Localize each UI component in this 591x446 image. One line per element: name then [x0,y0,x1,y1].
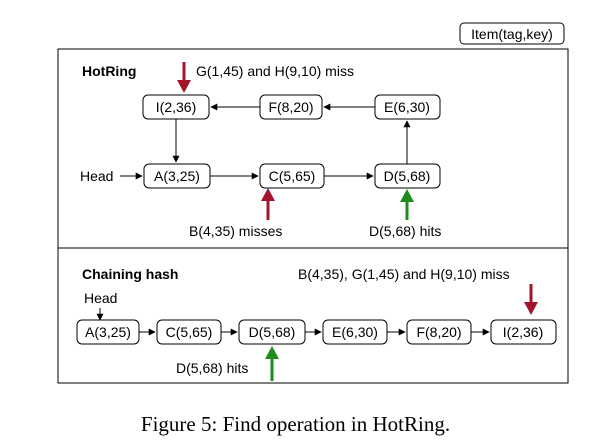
hotring-head-label: Head [80,168,113,184]
svg-text:F(8,20): F(8,20) [416,324,461,340]
hotring-item-f: F(8,20) [259,94,323,120]
hotring-miss-note-bottom: B(4,35) misses [189,223,282,239]
svg-text:F(8,20): F(8,20) [268,99,313,115]
svg-text:C(5,65): C(5,65) [269,168,316,184]
svg-text:I(2,36): I(2,36) [156,99,196,115]
chaining-item-f: F(8,20) [406,319,472,345]
hotring-miss-arrowhead-top [177,80,191,93]
chaining-item-a: A(3,25) [76,319,140,345]
legend-label: Item(tag,key) [471,26,553,42]
hotring-item-d: D(5,68) [374,163,441,189]
svg-text:E(6,30): E(6,30) [332,324,378,340]
chaining-item-c: C(5,65) [156,319,222,345]
hotring-item-e: E(6,30) [374,94,441,120]
svg-text:D(5,68): D(5,68) [384,168,431,184]
chaining-miss-arrowhead [524,302,538,315]
hotring-miss-arrowhead-bottom [261,188,275,201]
figure-frame [57,48,569,384]
chaining-item-i: I(2,36) [490,319,557,345]
chaining-item-e: E(6,30) [322,319,388,345]
svg-text:A(3,25): A(3,25) [85,324,131,340]
figure-caption: Figure 5: Find operation in HotRing. [140,412,451,436]
chaining-head-label: Head [84,290,117,306]
svg-text:E(6,30): E(6,30) [384,99,430,115]
svg-text:C(5,65): C(5,65) [166,324,213,340]
chaining-hit-arrowhead [265,346,279,359]
svg-text:I(2,36): I(2,36) [503,324,543,340]
chaining-item-d: D(5,68) [238,319,306,345]
hotring-hit-note: D(5,68) hits [369,223,441,239]
chaining-title: Chaining hash [82,266,178,282]
hotring-item-a: A(3,25) [143,163,211,189]
hotring-item-i: I(2,36) [142,94,210,120]
hotring-miss-note-top: G(1,45) and H(9,10) miss [196,63,354,79]
hotring-hit-arrowhead [400,189,414,202]
hotring-item-c: C(5,65) [259,163,325,189]
svg-text:A(3,25): A(3,25) [154,168,200,184]
svg-text:D(5,68): D(5,68) [249,324,296,340]
hotring-title: HotRing [82,63,136,79]
hotring-find-diagram: Item(tag,key) HotRing G(1,45) and H(9,10… [57,22,569,384]
chaining-hit-note: D(5,68) hits [176,360,248,376]
legend-box [459,22,565,45]
chaining-miss-note: B(4,35), G(1,45) and H(9,10) miss [298,266,510,282]
